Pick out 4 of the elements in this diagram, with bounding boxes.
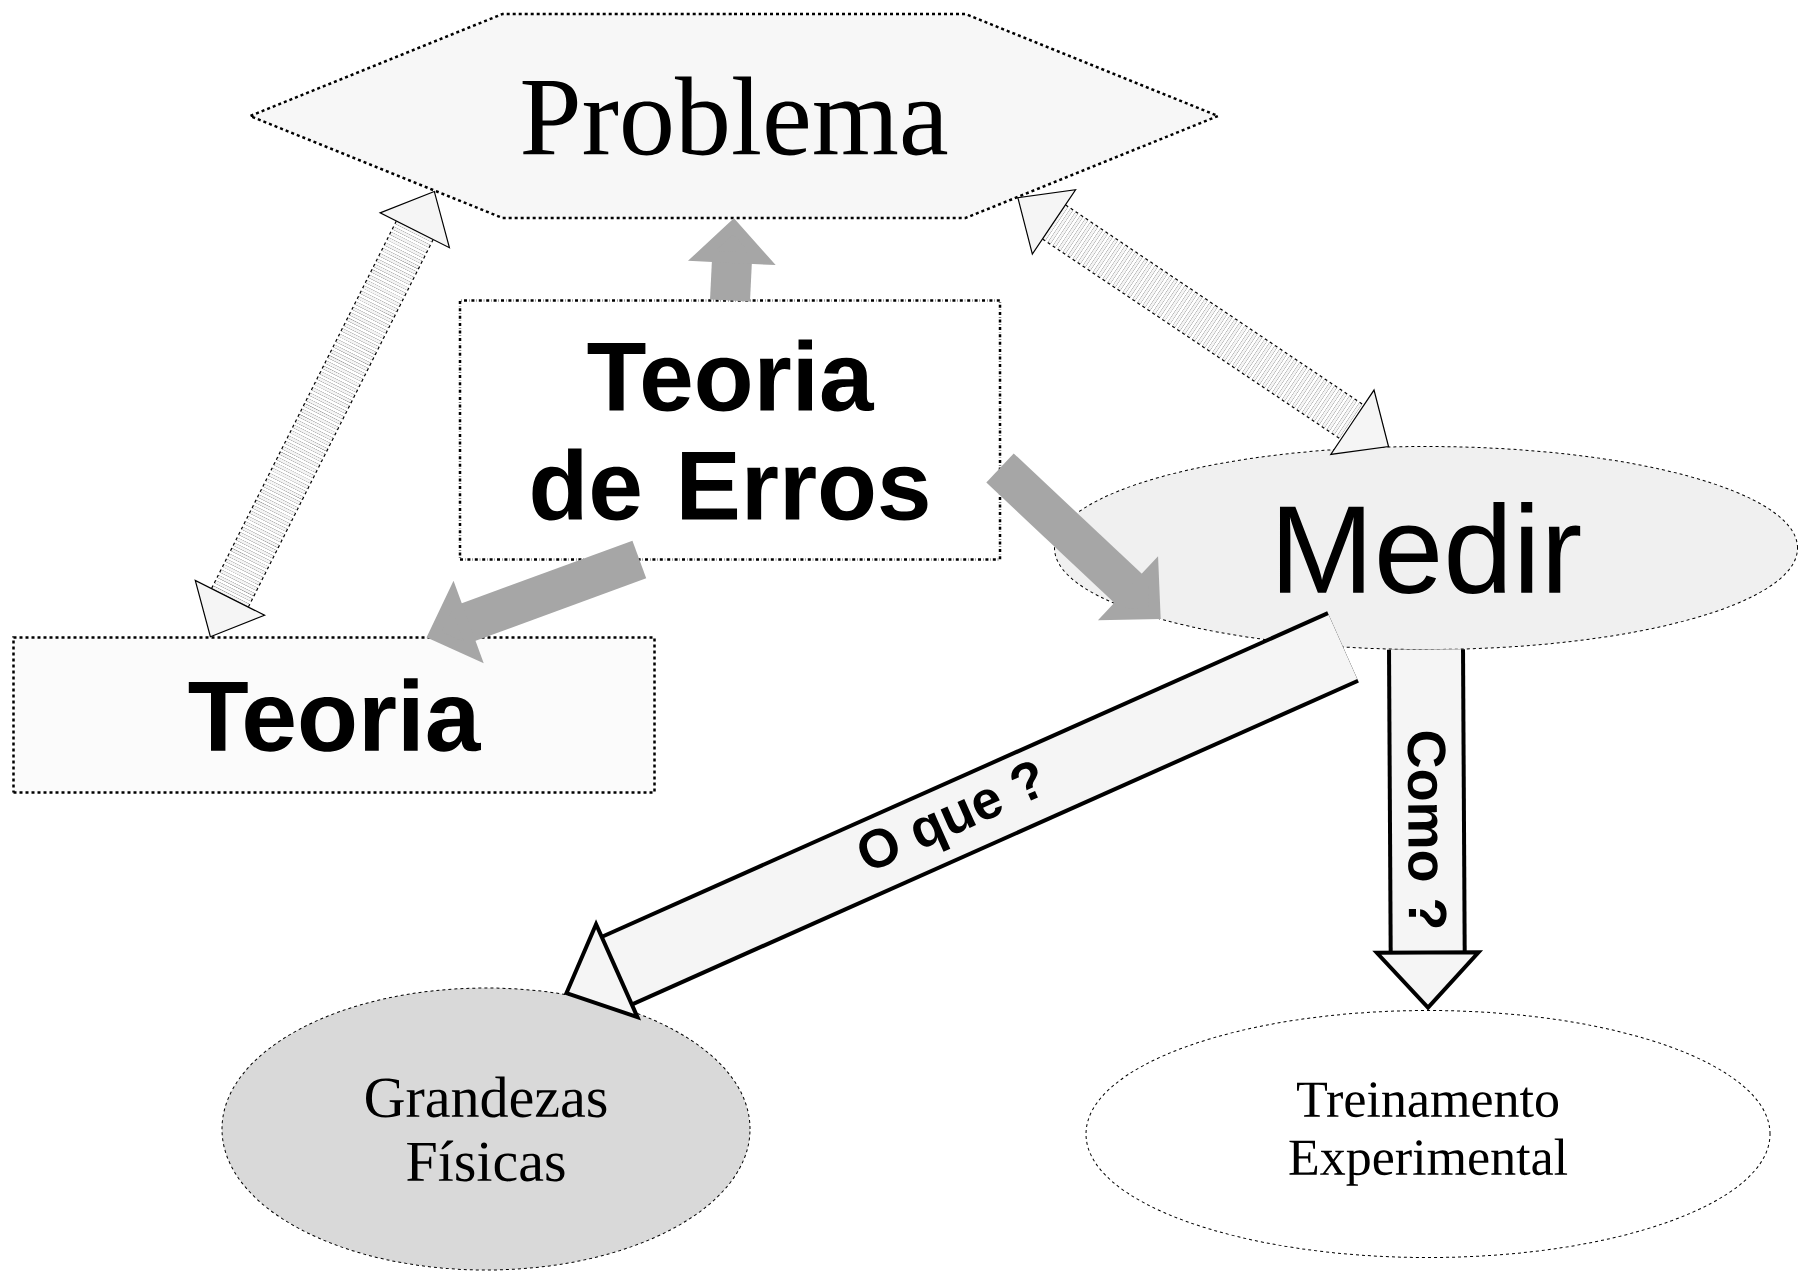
edge-label: O que ? bbox=[859, 762, 1038, 868]
problem-hexagon: Problema bbox=[246, 12, 1222, 220]
dashed-box: Teoria bbox=[12, 636, 656, 794]
edge-label: Como ? bbox=[1407, 731, 1447, 928]
